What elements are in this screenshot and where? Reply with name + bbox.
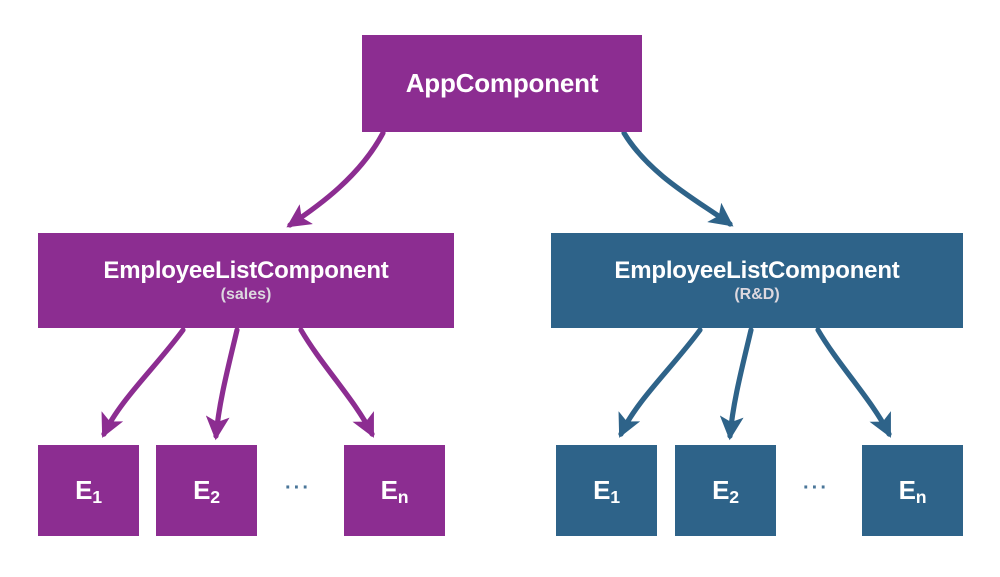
edge-root-to-sales [286, 130, 386, 228]
node-employee-list-component-sales-label: EmployeeListComponent [103, 256, 389, 284]
edge-rnd-to-leaf-n [815, 327, 892, 438]
node-employee-list-component-sales[interactable]: EmployeeListComponent (sales) [38, 233, 454, 328]
node-employee-rnd-1[interactable]: E1 [556, 445, 657, 536]
employee-letter: E [898, 474, 916, 505]
employee-letter: E [593, 474, 611, 505]
node-app-component[interactable]: AppComponent [362, 35, 642, 132]
edge-root-to-rnd [621, 130, 734, 227]
edge-sales-to-leaf-1 [101, 327, 186, 438]
node-employee-rnd-n-label: En [898, 474, 927, 508]
employee-letter: E [75, 474, 93, 505]
node-employee-rnd-2[interactable]: E2 [675, 445, 776, 536]
node-employee-sales-2-label: E2 [193, 474, 220, 508]
node-employee-sales-n-label: En [380, 474, 409, 508]
employee-index: 2 [210, 487, 220, 508]
node-employee-sales-2[interactable]: E2 [156, 445, 257, 536]
node-employee-list-component-rnd[interactable]: EmployeeListComponent (R&D) [551, 233, 963, 328]
employee-letter: E [380, 474, 398, 505]
node-employee-list-component-rnd-subtitle: (R&D) [734, 285, 780, 303]
edge-sales-to-leaf-n [298, 327, 375, 438]
node-employee-rnd-2-label: E2 [712, 474, 739, 508]
node-employee-sales-n[interactable]: En [344, 445, 445, 536]
employee-index: n [397, 487, 409, 508]
employee-index: 1 [610, 487, 620, 508]
edge-sales-to-leaf-2 [205, 327, 240, 441]
node-app-component-label: AppComponent [405, 67, 599, 98]
node-employee-rnd-1-label: E1 [593, 474, 620, 508]
node-employee-sales-1[interactable]: E1 [38, 445, 139, 536]
edge-rnd-to-leaf-2 [719, 327, 754, 441]
employee-index: 1 [92, 487, 102, 508]
edge-rnd-to-leaf-1 [618, 327, 703, 438]
node-employee-sales-1-label: E1 [75, 474, 102, 508]
employee-index: n [915, 487, 927, 508]
ellipsis-rnd: ··· [803, 477, 829, 499]
node-employee-rnd-n[interactable]: En [862, 445, 963, 536]
ellipsis-sales: ··· [285, 477, 311, 499]
node-employee-list-component-sales-subtitle: (sales) [220, 285, 272, 303]
employee-letter: E [193, 474, 211, 505]
employee-index: 2 [729, 487, 739, 508]
node-employee-list-component-rnd-label: EmployeeListComponent [614, 256, 900, 284]
employee-letter: E [712, 474, 730, 505]
